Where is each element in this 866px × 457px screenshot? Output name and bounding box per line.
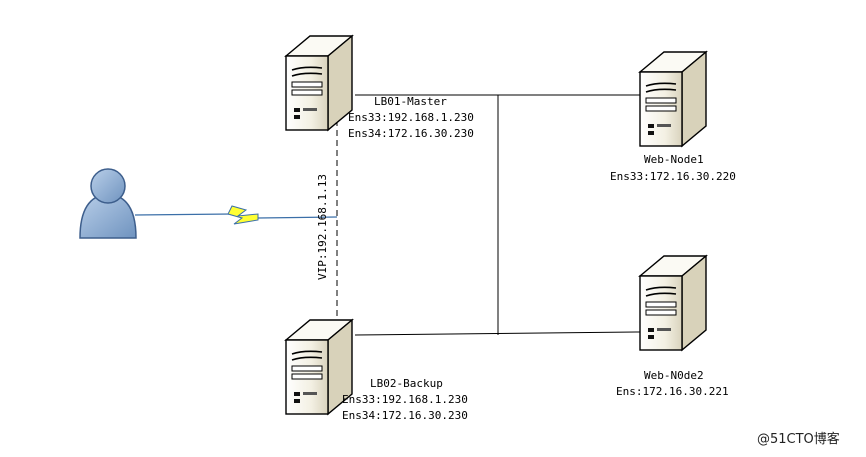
server-tower-icon [639, 51, 707, 147]
vip-label: VIP:192.168.1.13 [316, 174, 329, 280]
lb02-name: LB02-Backup [370, 377, 443, 390]
lb02-ip2: Ens34:172.16.30.230 [342, 409, 468, 422]
web2-ip1: Ens:172.16.30.221 [616, 385, 729, 398]
web1-name: Web-Node1 [644, 153, 704, 166]
lb01-ip2: Ens34:172.16.30.230 [348, 127, 474, 140]
vip-wire [257, 216, 338, 219]
user-wire [134, 213, 233, 216]
server-tower-icon [639, 255, 707, 351]
lb01-label: LB01-Master Ens33:192.168.1.230 Ens34:17… [348, 95, 474, 140]
lb02-label: LB02-Backup Ens33:192.168.1.230 Ens34:17… [342, 377, 468, 422]
user-person-icon [79, 168, 137, 239]
lb02-ip1: Ens33:192.168.1.230 [342, 393, 468, 406]
watermark: @51CTO博客 [757, 431, 840, 447]
lb01-name: LB01-Master [374, 95, 447, 108]
server-tower-icon [285, 35, 353, 131]
web2-name: Web-N0de2 [644, 369, 704, 382]
lightning-bolt-icon [227, 205, 259, 225]
web2-label: Web-N0de2 Ens:172.16.30.221 [616, 369, 729, 398]
web1-label: Web-Node1 Ens33:172.16.30.220 [610, 153, 736, 183]
web1-ip1: Ens33:172.16.30.220 [610, 170, 736, 183]
user-link [134, 205, 338, 225]
connection-lines [336, 94, 641, 336]
lb01-ip1: Ens33:192.168.1.230 [348, 111, 474, 124]
